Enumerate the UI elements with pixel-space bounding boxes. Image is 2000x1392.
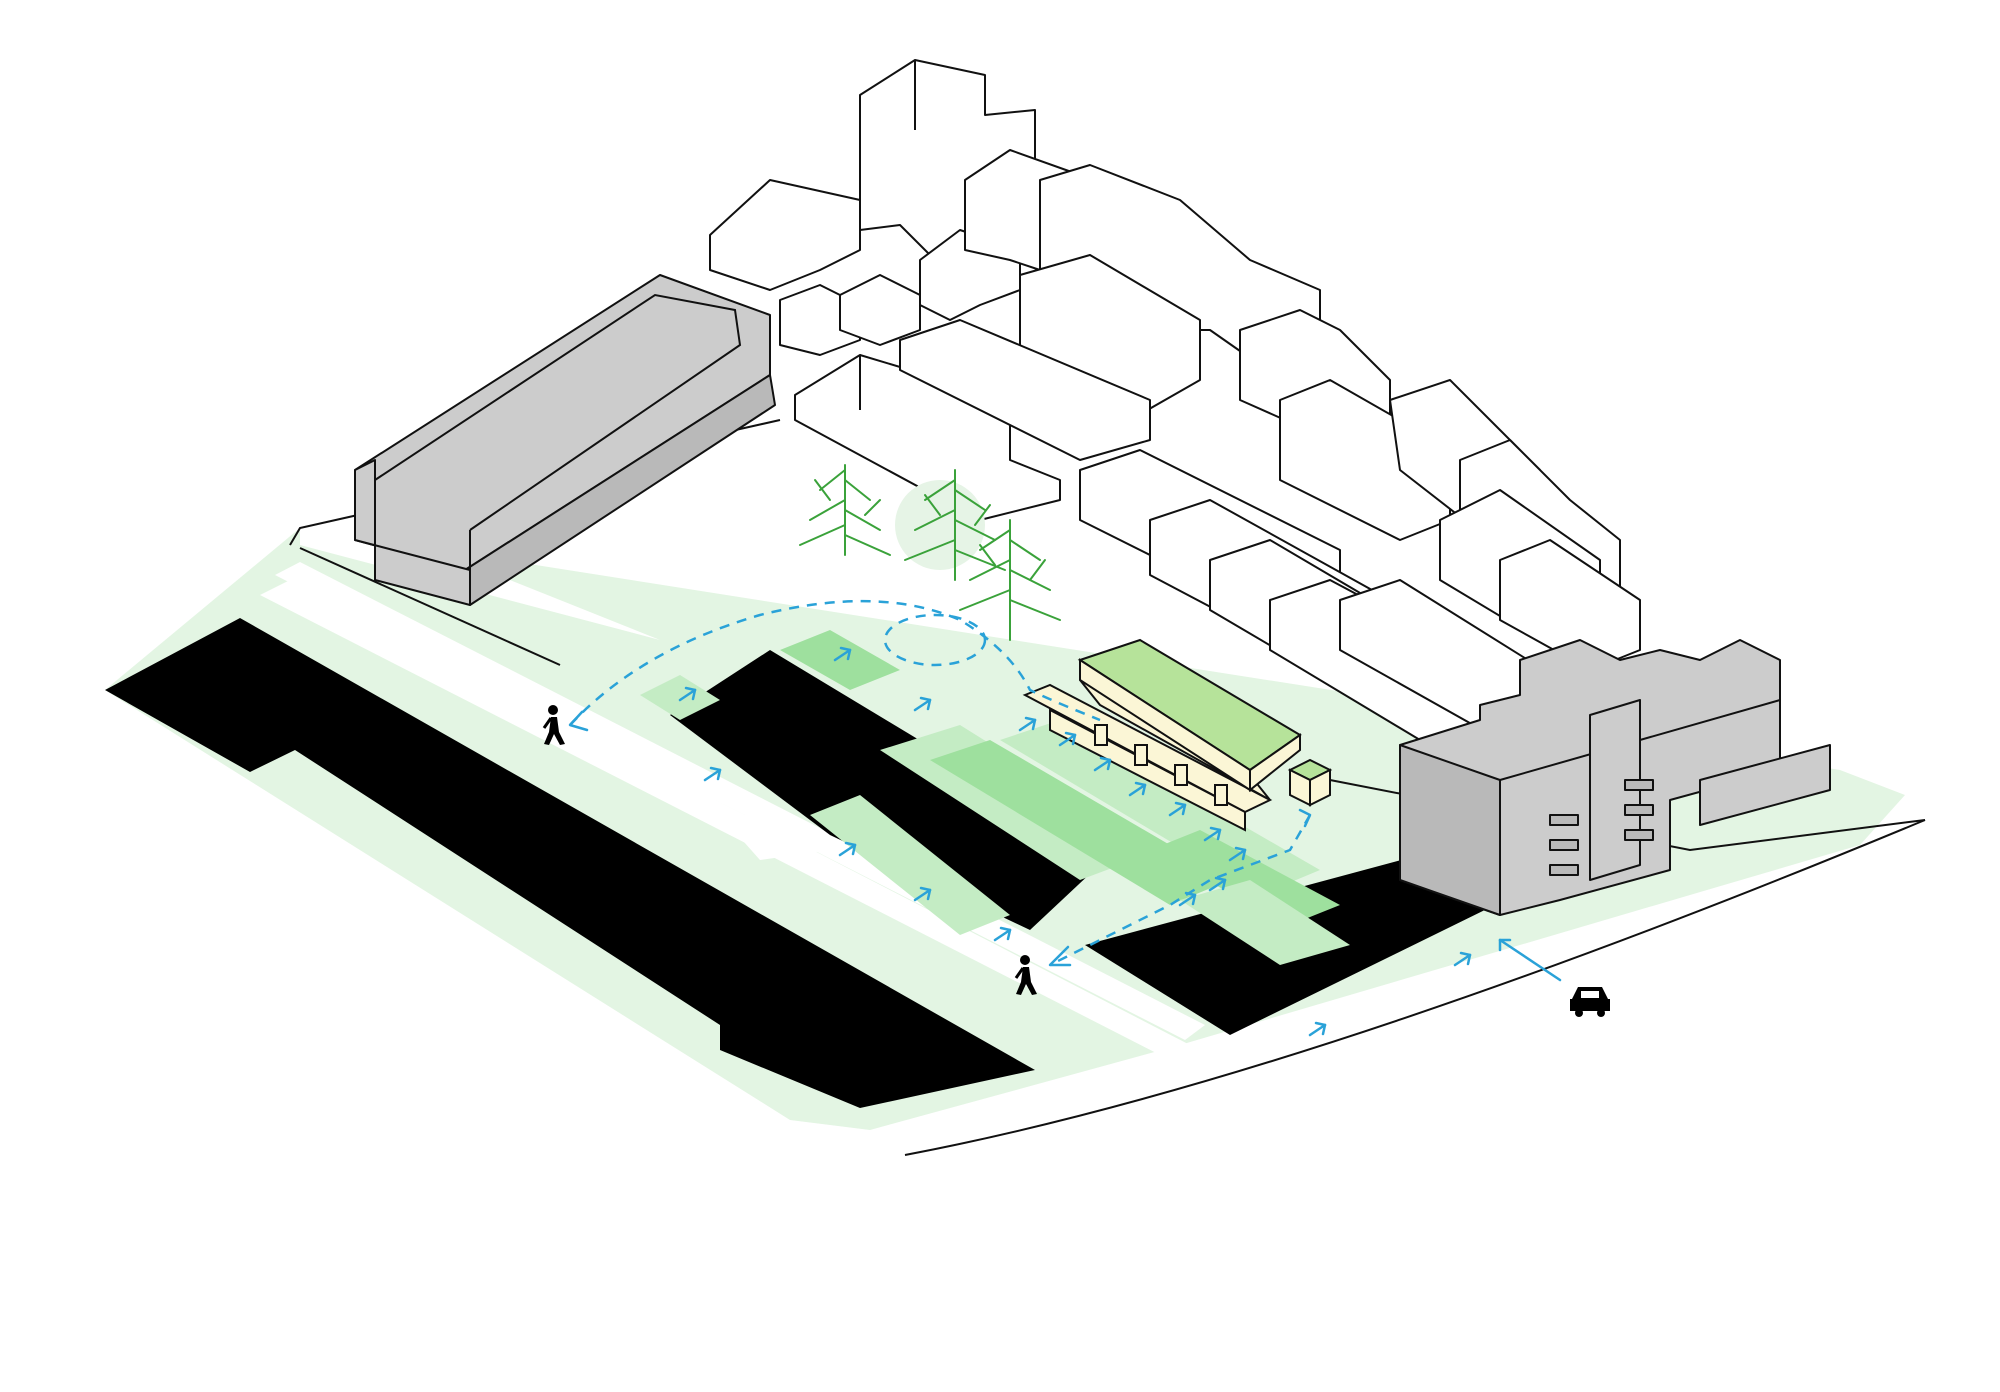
arrow-10 <box>1228 846 1247 862</box>
pedestrian-icon <box>1014 955 1037 995</box>
path-loop-ellipse <box>883 613 987 667</box>
tree-3 <box>959 519 1061 641</box>
neighbour-block-east <box>1399 639 1831 916</box>
arrow-3 <box>913 696 932 712</box>
path-loop-north <box>569 599 1101 726</box>
arrow-7 <box>1128 781 1147 797</box>
arrow-18 <box>1453 951 1472 967</box>
circulation-arrows <box>678 646 1562 1037</box>
landscape-strips <box>640 630 1350 965</box>
pavilion-columns <box>1094 724 1228 806</box>
path-south <box>1049 814 1312 967</box>
arrow-1 <box>678 686 697 702</box>
trees <box>799 464 1061 641</box>
footprint-main-west <box>105 618 1035 1108</box>
car-icon <box>1570 987 1610 1017</box>
arrow-12 <box>1178 891 1197 907</box>
arrow-17 <box>1308 1021 1327 1037</box>
neighbour-block-northwest <box>354 274 776 606</box>
pedestrian-paths <box>568 599 1312 967</box>
arrow-5 <box>1058 731 1077 747</box>
context-buildings-north <box>709 59 1641 741</box>
arrow-15 <box>913 886 932 902</box>
arrow-13 <box>703 766 722 782</box>
arrow-6 <box>1093 756 1112 772</box>
arrow-8 <box>1168 801 1187 817</box>
tree-1 <box>799 464 891 556</box>
pedestrian-icon <box>542 705 565 745</box>
balconies <box>1549 779 1654 876</box>
arrow-9 <box>1203 826 1222 842</box>
arrow-16 <box>993 926 1012 942</box>
footprint-main-center <box>670 650 1110 930</box>
arrow-19 <box>1498 938 1562 982</box>
arrow-14 <box>838 841 857 857</box>
arrow-11 <box>1208 876 1227 892</box>
arrow-2 <box>833 646 852 662</box>
proposed-pavilion <box>1022 638 1333 832</box>
arrow-4 <box>1018 716 1037 732</box>
